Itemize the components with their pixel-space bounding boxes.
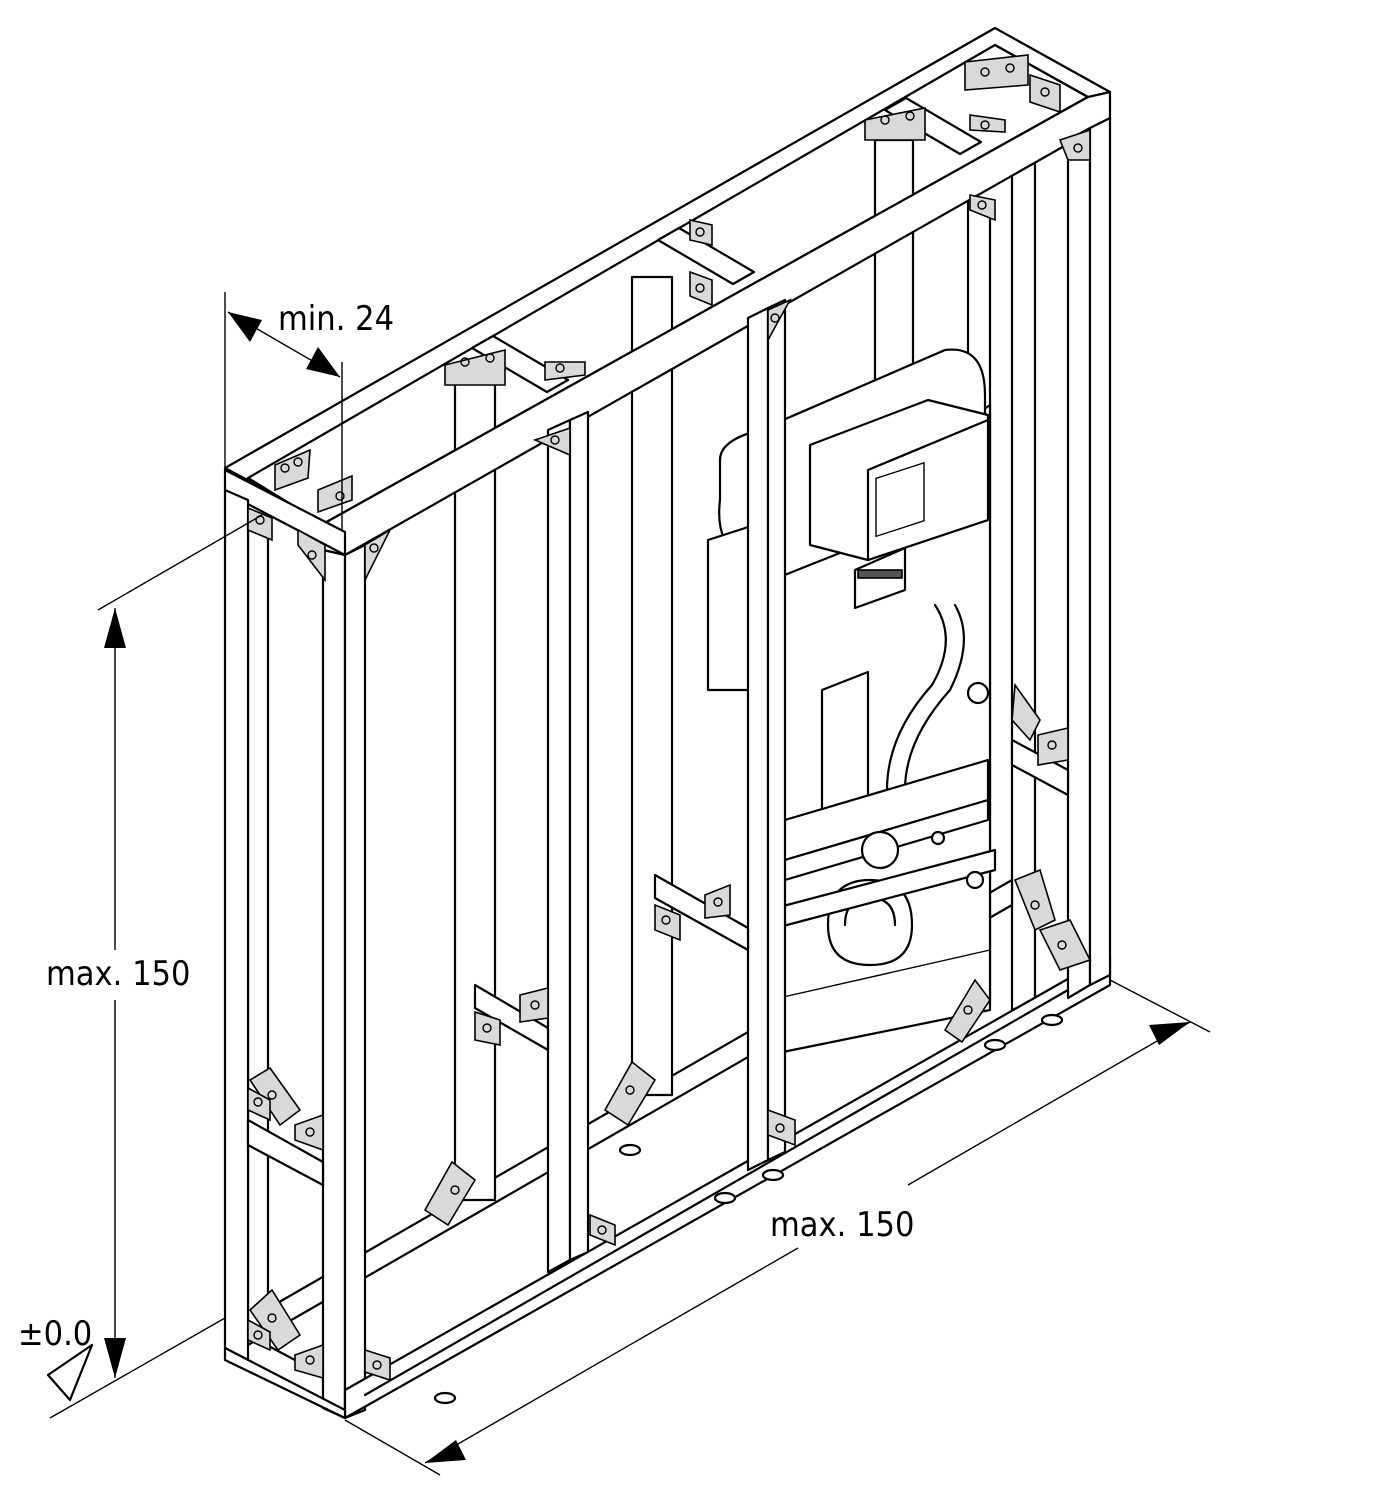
level-mark: ±0.0: [18, 1314, 94, 1402]
width-arrow-left: [425, 1440, 466, 1463]
height-arrow-bottom: [104, 1338, 126, 1378]
depth-label: min. 24: [278, 299, 394, 339]
front-frame: [223, 90, 1112, 1420]
depth-dimension: min. 24: [224, 292, 394, 530]
depth-arrow-left: [228, 312, 262, 342]
height-dimension: max. 150: [46, 514, 263, 1419]
level-triangle-icon: [46, 1343, 94, 1402]
level-label: ±0.0: [18, 1314, 92, 1354]
height-arrow-top: [104, 608, 126, 648]
width-label: max. 150: [770, 1205, 914, 1245]
corner-brackets: [247, 54, 1092, 1382]
width-arrow-right: [1149, 1022, 1190, 1045]
width-dimension: max. 150: [344, 979, 1211, 1476]
height-label: max. 150: [46, 954, 190, 994]
depth-arrow-right: [306, 347, 340, 377]
frame-feet: [433, 1013, 1064, 1405]
